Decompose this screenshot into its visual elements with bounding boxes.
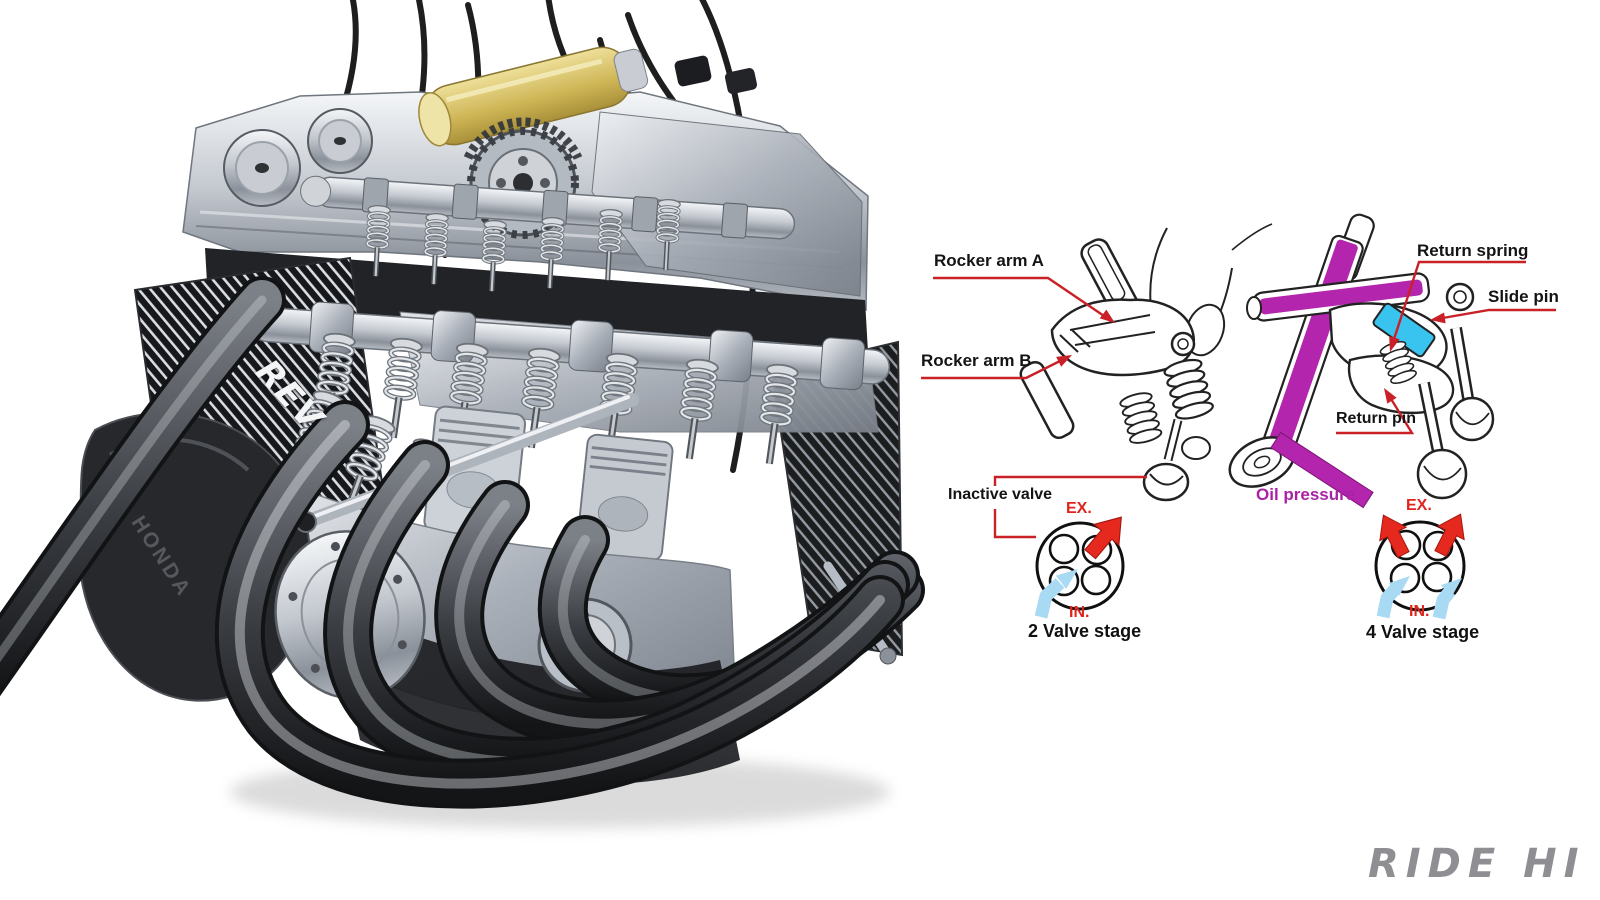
exhaust-pipe-1 [214,400,905,809]
leader-lines-right [1336,260,1556,435]
four-valve-circle [1369,506,1475,620]
rocker-line-art [1019,227,1233,502]
intake-label-2v: IN. [1069,604,1090,621]
exhaust-label-2v: EX. [1066,500,1092,517]
exhaust-pipes [0,276,925,809]
two-valve-diagram [921,227,1233,619]
rocker-arm-b-label: Rocker arm B [921,351,1032,370]
valves [1416,326,1495,500]
exhaust-pipe-left [0,276,286,697]
two-valve-circle [1034,506,1135,619]
ignition-coil [418,46,649,147]
oil-pressure-label: Oil pressure [1256,485,1356,504]
slide-pin-label: Slide pin [1488,287,1559,306]
engine-photo [0,0,925,828]
leader-lines-left [921,276,1147,539]
intake-label-4v: IN. [1409,603,1430,620]
rocker-arm-a-label: Rocker arm A [934,251,1044,270]
intake-flow-arrow [1432,587,1456,620]
return-pin-label: Return pin [1336,410,1416,427]
rev-mechanism-art [1228,213,1495,509]
cam-end-caps [223,108,373,207]
return-spring-label: Return spring [1417,241,1529,260]
exhaust-label-4v: EX. [1406,497,1432,514]
intake-flow-arrow [1034,578,1065,619]
two-valve-caption: 2 Valve stage [1028,621,1142,641]
four-valve-caption: 4 Valve stage [1366,622,1480,642]
ride-hi-watermark: RIDE HI [1368,841,1586,887]
intake-flow-arrow [1376,583,1401,619]
inactive-valve-label: Inactive valve [948,486,1053,503]
four-valve-diagram [1228,213,1556,620]
